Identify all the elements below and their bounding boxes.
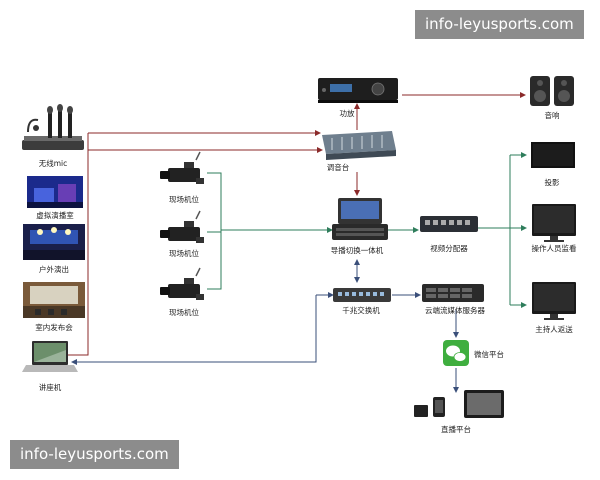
camera-1-label: 现场机位 (169, 194, 199, 204)
video-splitter-node: 视频分配器 (420, 216, 478, 253)
speakers-label: 音响 (545, 110, 560, 120)
wireless-mic-label: 无线mic (39, 158, 68, 168)
camera-3-label: 现场机位 (169, 307, 199, 317)
connections (68, 92, 527, 393)
mic-vertical-line (68, 133, 89, 356)
camera-2-node: 现场机位 (160, 210, 204, 258)
live-platform-node: 直播平台 (414, 390, 504, 434)
video-splitter-label: 视频分配器 (430, 243, 468, 253)
host-monitor-label: 主持人返送 (535, 324, 573, 334)
mixer-label: 调音台 (327, 162, 350, 172)
mixer-node: 调音台 (322, 131, 396, 172)
watermark-top: info-leyusports.com (415, 10, 584, 39)
wechat-node: 微信平台 (443, 340, 504, 366)
wireless-mic-node: 无线mic (22, 104, 84, 168)
cloud-server-label: 云端流媒体服务器 (425, 305, 485, 315)
live-platform-label: 直播平台 (441, 424, 471, 434)
host-monitor-node: 主持人返送 (532, 282, 576, 334)
virtual-studio-node: 虚拟演播室 (27, 176, 83, 220)
camera-2-label: 现场机位 (169, 248, 199, 258)
camera-bracket-line (207, 172, 222, 290)
gigabit-switch-node: 千兆交换机 (333, 288, 391, 315)
lecture-pc-label: 讲座机 (39, 382, 62, 392)
cloud-server-node: 云端流媒体服务器 (422, 284, 485, 315)
lecture-pc-node: 讲座机 (22, 341, 78, 392)
lecture-to-gbswitch-line (71, 295, 317, 365)
outdoor-show-node: 户外演出 (23, 224, 85, 274)
speakers-node: 音响 (530, 76, 574, 120)
virtual-studio-label: 虚拟演播室 (36, 210, 74, 220)
camera-1-node: 现场机位 (160, 151, 204, 204)
indoor-launch-node: 室内发布会 (23, 282, 85, 332)
operator-monitor-label: 操作人员监看 (532, 243, 577, 253)
gigabit-switch-label: 千兆交换机 (342, 305, 380, 315)
indoor-launch-label: 室内发布会 (35, 322, 73, 332)
projection-node: 投影 (531, 142, 575, 187)
switcher-label: 导播切换一体机 (331, 245, 384, 255)
amplifier-node: 功放 (318, 78, 398, 118)
wechat-label: 微信平台 (474, 349, 504, 359)
outdoor-show-label: 户外演出 (39, 264, 69, 274)
camera-3-node: 现场机位 (160, 267, 204, 317)
amplifier-label: 功放 (340, 108, 355, 118)
watermark-bottom: info-leyusports.com (10, 440, 179, 469)
operator-monitor-node: 操作人员监看 (532, 204, 577, 253)
projection-label: 投影 (545, 177, 560, 187)
switcher-node: 导播切换一体机 (331, 198, 388, 255)
